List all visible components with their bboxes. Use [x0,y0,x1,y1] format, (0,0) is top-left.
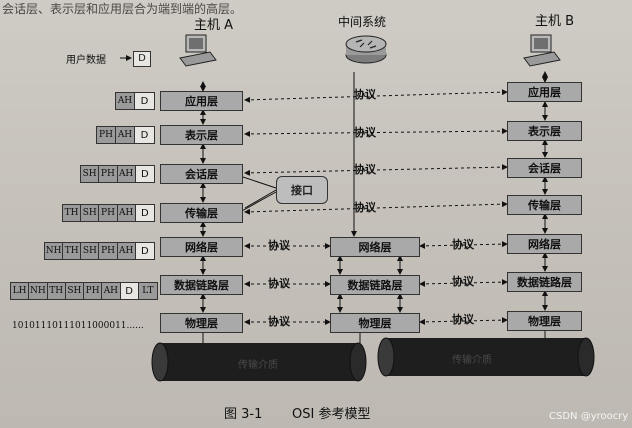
packet-cell-ph: PH [84,283,103,299]
interface-callout: 接口 [276,176,328,204]
host-a-transport-layer: 传输层 [160,203,243,223]
packet-cell-ph: PH [99,166,118,182]
packet-cell-lh: LH [11,283,30,299]
packet-cell-d: D [135,166,154,182]
protocol-label-presentation: 协议 [354,126,376,139]
packet-cell-d: D [135,205,154,221]
protocol-label-network-right: 协议 [452,238,474,251]
packet-cell-ph: PH [99,243,118,259]
host-a-session-layer: 会话层 [160,164,243,184]
host-b-transport-layer: 传输层 [507,195,582,215]
packet-cell-ph: PH [97,127,116,143]
packet-cell-nh: NH [29,283,48,299]
protocol-label-network-left: 协议 [268,239,290,252]
middle-physical-layer: 物理层 [330,313,420,333]
caption-number: 图 3-1 [224,407,263,422]
middle-network-layer: 网络层 [330,237,420,257]
packet-cell-th: TH [47,283,66,299]
transmission-medium-left [151,342,367,382]
host-a-network-layer: 网络层 [160,237,243,257]
protocol-label-datalink-right: 协议 [452,275,474,288]
host-b-session-layer: 会话层 [507,158,582,178]
user-data-box: D [133,51,151,67]
transmission-medium-right [377,337,595,377]
host-b-application-layer: 应用层 [507,82,582,102]
computer-a-icon [179,34,217,67]
packet-cell-ah: AH [117,243,136,259]
middle-datalink-layer: 数据链路层 [330,275,420,295]
header-text: 会话层、表示层和应用层合为端到端的高层。 [2,2,243,16]
medium-label-left: 传输介质 [238,360,278,371]
packet-cell-th: TH [63,243,82,259]
host-a-title: 主机 A [194,18,234,33]
packet-cell-sh: SH [65,283,84,299]
protocol-label-application: 协议 [354,88,376,101]
caption-text: OSI 参考模型 [292,407,371,422]
host-b-physical-layer: 物理层 [507,311,582,331]
packet-cell-d: D [135,243,154,259]
packet-cell-sh: SH [81,166,100,182]
host-b-presentation-layer: 表示层 [507,121,582,141]
protocol-label-session: 协议 [354,163,376,176]
packet-cell-d: D [135,127,154,143]
packet-cell-ah: AH [116,93,135,109]
packet-cell-ah: AH [117,166,136,182]
medium-label-right: 传输介质 [452,355,492,366]
packet-cell-d: D [135,93,154,109]
computer-b-icon [523,34,561,67]
router-icon [345,35,387,64]
host-a-datalink-layer: 数据链路层 [160,275,243,295]
protocol-label-transport: 协议 [354,201,376,214]
packet-cell-sh: SH [81,243,100,259]
protocol-label-physical-left: 协议 [268,315,290,328]
packet-cell-th: TH [63,205,82,221]
host-a-application-layer: 应用层 [160,91,243,111]
protocol-label-physical-right: 协议 [452,313,474,326]
host-b-network-layer: 网络层 [507,234,582,254]
watermark: CSDN @yroocry [549,411,629,422]
host-a-physical-layer: 物理层 [160,313,243,333]
packet-cell-nh: NH [45,243,64,259]
packet-cell-sh: SH [81,205,100,221]
middle-system-title: 中间系统 [338,15,387,29]
user-data-label: 用户数据 [66,55,106,66]
packet-cell-d: D [120,283,139,299]
host-b-title: 主机 B [535,14,575,29]
protocol-label-datalink-left: 协议 [268,277,290,290]
packet-cell-lt: LT [138,283,157,299]
bitstream: 10101110111011000011...... [12,321,144,331]
packet-cell-ah: AH [116,127,135,143]
packet-cell-ah: AH [102,283,121,299]
host-b-datalink-layer: 数据链路层 [507,272,582,292]
packet-cell-ah: AH [117,205,136,221]
packet-cell-ph: PH [99,205,118,221]
host-a-presentation-layer: 表示层 [160,125,243,145]
